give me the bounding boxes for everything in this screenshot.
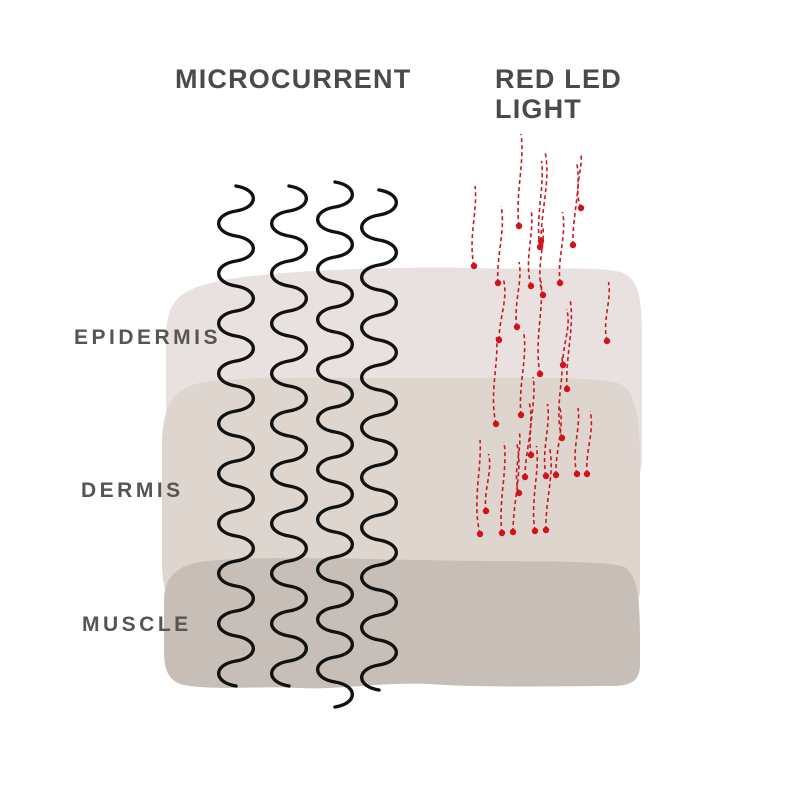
led-light-ray: [604, 281, 611, 342]
led-light-ray: [524, 401, 532, 478]
led-light-ray: [558, 211, 565, 284]
led-light-dot: [569, 241, 577, 249]
led-light-dot: [559, 361, 567, 369]
led-light-dot: [494, 279, 502, 287]
led-light-dot: [531, 527, 539, 535]
led-light-ray: [572, 161, 579, 246]
microcurrent-wave: [316, 180, 354, 709]
red-led-title-line2: LIGHT: [495, 94, 582, 124]
led-light-ray: [492, 336, 498, 425]
led-light-ray: [537, 160, 544, 248]
led-light-dot: [492, 420, 500, 428]
led-light-dot: [498, 529, 506, 537]
led-light-dot: [563, 385, 571, 393]
led-light-ray: [498, 277, 506, 341]
led-light-dot: [558, 434, 566, 442]
led-light-ray: [545, 447, 552, 531]
led-light-dot: [556, 279, 564, 287]
led-light-ray: [543, 403, 550, 477]
led-light-dot: [482, 507, 490, 515]
led-light-dot: [509, 528, 517, 536]
led-light-ray: [585, 410, 593, 475]
epidermis-label: EPIDERMIS: [74, 326, 222, 349]
led-light-dot: [513, 323, 521, 331]
led-light-dot: [476, 530, 484, 538]
led-light-ray: [515, 432, 521, 494]
led-light-ray: [517, 133, 523, 227]
led-light-ray: [527, 211, 533, 287]
led-light-ray: [539, 226, 545, 296]
red-led-light-dots: [470, 204, 611, 538]
red-led-light-rays: [471, 133, 611, 535]
led-light-ray: [500, 441, 506, 534]
led-light-dot: [577, 204, 585, 212]
led-light-dot: [536, 370, 544, 378]
led-light-dot: [521, 473, 529, 481]
led-light-dot: [542, 526, 550, 534]
led-light-ray: [512, 443, 520, 533]
led-light-ray: [476, 439, 482, 535]
muscle-layer: [164, 558, 640, 689]
red-led-title-line1: RED LED: [495, 64, 622, 94]
led-light-dot: [539, 291, 547, 299]
led-light-dot: [552, 471, 560, 479]
microcurrent-wave: [360, 188, 398, 692]
led-light-dot: [515, 222, 523, 230]
led-light-dot: [573, 470, 581, 478]
led-light-ray: [496, 205, 504, 284]
muscle-label: MUSCLE: [82, 613, 192, 636]
led-light-ray: [515, 261, 521, 328]
led-light-dot: [536, 243, 544, 251]
led-light-dot: [527, 451, 535, 459]
led-light-ray: [471, 185, 477, 267]
led-light-dot: [527, 282, 535, 290]
led-light-ray: [529, 376, 535, 456]
dermis-label: DERMIS: [81, 479, 184, 502]
red-led-light-title: RED LED LIGHT: [495, 64, 622, 124]
microcurrent-wave: [270, 184, 308, 688]
led-light-dot: [517, 411, 525, 419]
led-light-ray: [532, 445, 539, 532]
microcurrent-title: MICROCURRENT: [175, 64, 412, 94]
led-light-dot: [537, 237, 545, 245]
led-light-ray: [519, 330, 526, 416]
led-light-ray: [565, 298, 573, 390]
led-light-dot: [542, 472, 550, 480]
led-light-ray: [537, 280, 543, 375]
led-light-dot: [495, 336, 503, 344]
led-light-dot: [515, 489, 523, 497]
microcurrent-waves: [217, 180, 398, 709]
microcurrent-wave: [217, 184, 255, 688]
led-light-ray: [484, 453, 491, 512]
led-light-dot: [583, 470, 591, 478]
led-light-dot: [603, 337, 611, 345]
led-light-ray: [562, 308, 569, 366]
led-light-dot: [470, 262, 478, 270]
led-light-ray: [540, 151, 548, 242]
